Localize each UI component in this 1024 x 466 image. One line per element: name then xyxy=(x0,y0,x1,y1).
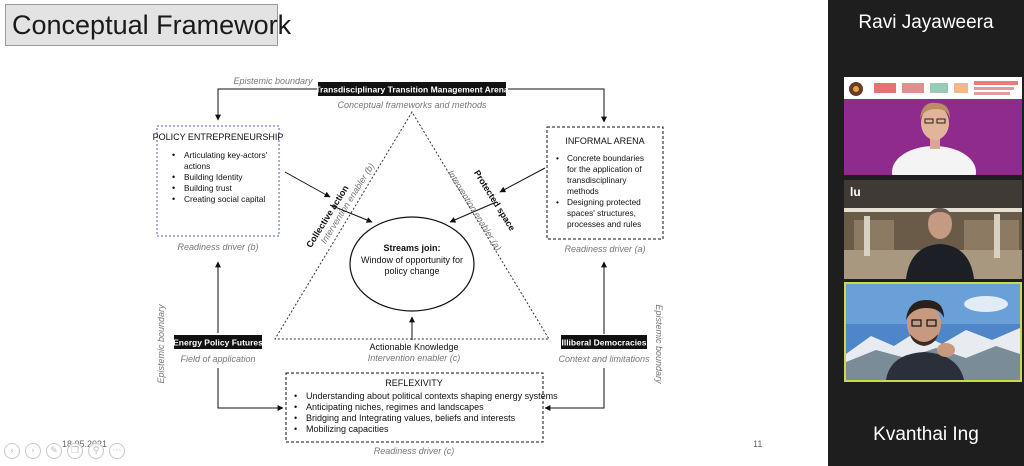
informal-item: transdisciplinary xyxy=(567,175,627,185)
informal-item: processes and rules xyxy=(567,219,641,229)
reflexivity-item: Bridging and Integrating values, beliefs… xyxy=(306,413,516,423)
svg-text:•: • xyxy=(556,153,559,163)
arena-subtitle: Conceptual frameworks and methods xyxy=(337,100,487,110)
slide-page-number: 11 xyxy=(753,439,763,449)
svg-text:•: • xyxy=(294,413,297,423)
arrow-informal-to-triangle xyxy=(499,167,546,193)
reflexivity-box xyxy=(285,372,544,443)
next-icon[interactable]: › xyxy=(25,443,41,459)
video-frame-3 xyxy=(846,284,1020,380)
reflexivity-item: Understanding about political contexts s… xyxy=(306,391,558,401)
video-frame-1 xyxy=(844,77,1022,175)
context-and-limitations: Context and limitations xyxy=(558,354,650,364)
zoom-icon[interactable]: ⚲ xyxy=(88,443,104,459)
arena-title: Transdisciplinary Transition Management … xyxy=(315,85,509,95)
reflexivity-item: Anticipating niches, regimes and landsca… xyxy=(306,402,484,412)
svg-text:•: • xyxy=(556,197,559,207)
slide-date: 18.05.2021 xyxy=(62,439,108,449)
svg-text:•: • xyxy=(172,183,175,193)
participant-name-bottom: Kvanthai Ing xyxy=(873,424,979,445)
slide-title: Conceptual Framework xyxy=(5,4,291,46)
informal-item: for the application of xyxy=(567,164,642,174)
participant-name-top: Ravi Jayaweera xyxy=(858,12,994,33)
policy-item: Building Identity xyxy=(184,172,243,182)
arrow-policy-to-triangle xyxy=(284,171,331,198)
framework-diagram: Transdisciplinary Transition Management … xyxy=(153,76,664,456)
energy-box-title: Energy Policy Futures xyxy=(173,338,263,348)
svg-text:•: • xyxy=(294,391,297,401)
svg-text:lu: lu xyxy=(850,185,861,199)
circle-title: Streams join: xyxy=(383,243,440,253)
illiberal-democracies-box xyxy=(561,335,647,349)
slide-controls: ‹ › ✎ ❐ ⚲ ⋯ xyxy=(4,443,125,461)
copy-icon[interactable]: ❐ xyxy=(67,443,83,459)
readiness-driver-b: Readiness driver (b) xyxy=(177,242,258,252)
arrow-arena-to-policy xyxy=(215,88,318,121)
arrow-arena-to-informal xyxy=(508,88,607,123)
svg-text:•: • xyxy=(172,172,175,182)
energy-policy-futures-box xyxy=(174,335,262,349)
arena-title-box xyxy=(318,82,506,96)
epistemic-boundary-right: Epistemic boundary xyxy=(654,304,664,384)
presentation-slide: Conceptual Framework Transdisciplinary T… xyxy=(0,0,828,466)
arrow-collective-to-circle xyxy=(329,204,373,223)
policy-entrepreneurship-box xyxy=(156,125,280,237)
reflexivity-title: REFLEXIVITY xyxy=(385,378,443,388)
informal-item: Concrete boundaries xyxy=(567,153,644,163)
policy-item: Creating social capital xyxy=(184,194,265,204)
informal-item: methods xyxy=(567,186,599,196)
prev-icon[interactable]: ‹ xyxy=(4,443,20,459)
epistemic-boundary-left: Epistemic boundary xyxy=(156,304,166,384)
readiness-driver-a: Readiness driver (a) xyxy=(564,244,645,254)
circle-line2: policy change xyxy=(384,266,439,276)
video-frame-2: lu xyxy=(844,180,1022,279)
actionable-knowledge: Actionable Knowledge xyxy=(369,342,458,352)
svg-text:•: • xyxy=(172,194,175,204)
readiness-driver-c: Readiness driver (c) xyxy=(374,446,455,456)
policy-box-title: POLICY ENTREPRENEURSHIP xyxy=(153,132,284,142)
informal-item: Designing protected xyxy=(567,197,641,207)
epistemic-boundary-top: Epistemic boundary xyxy=(233,76,313,86)
circle-line1: Window of opportunity for xyxy=(361,255,463,265)
svg-text:•: • xyxy=(294,402,297,412)
svg-text:•: • xyxy=(294,424,297,434)
triangle xyxy=(274,111,550,340)
informal-arena-box xyxy=(546,126,664,240)
informal-box-title: INFORMAL ARENA xyxy=(565,136,644,146)
policy-item: Building trust xyxy=(184,183,233,193)
reflexivity-item: Mobilizing capacities xyxy=(306,424,389,434)
arrow-protected-to-circle xyxy=(449,202,495,223)
field-of-application: Field of application xyxy=(180,354,255,364)
participant-panel: Ravi Jayaweera xyxy=(828,0,1024,466)
video-tile-2[interactable]: lu xyxy=(844,180,1022,279)
pen-icon[interactable]: ✎ xyxy=(46,443,62,459)
svg-text:•: • xyxy=(172,150,175,160)
intervention-enabler-c: Intervention enabler (c) xyxy=(368,353,461,363)
video-tile-3-active-speaker[interactable] xyxy=(844,282,1022,382)
video-tile-1[interactable] xyxy=(844,77,1022,175)
arrow-energy-to-reflexivity xyxy=(217,368,284,411)
arrow-illiberal-to-reflexivity xyxy=(544,368,605,411)
window-of-opportunity-circle xyxy=(349,216,475,312)
more-icon[interactable]: ⋯ xyxy=(109,443,125,459)
illiberal-box-title: Illiberal Democracies xyxy=(561,338,646,348)
policy-item: Articulating key-actors' xyxy=(184,150,268,160)
policy-item: actions xyxy=(184,161,210,171)
informal-item: spaces' structures, xyxy=(567,208,636,218)
